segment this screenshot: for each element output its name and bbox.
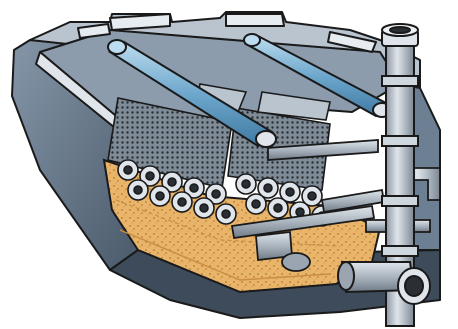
septic-filter-cutaway-illustration (0, 0, 458, 329)
